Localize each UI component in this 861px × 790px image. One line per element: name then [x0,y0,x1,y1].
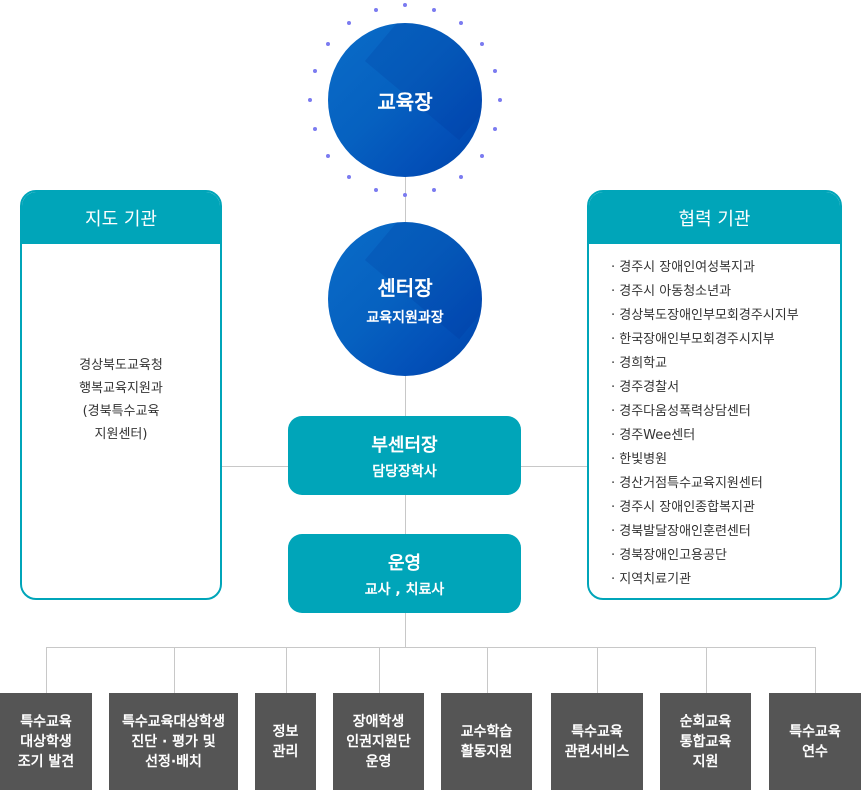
cooperation-item: · 지역치료기관 [611,572,692,587]
decorative-dot [432,188,437,193]
connector-drop [487,647,488,693]
decorative-dot [326,42,331,47]
cooperation-item: · 경북장애인고용공단 [611,548,727,563]
superintendent-title: 교육장 [377,89,433,114]
connector-drop [597,647,598,693]
guidance-title: 지도 기관 [22,192,220,244]
decorative-dot [312,68,317,73]
cooperation-item: · 경주시 장애인종합복지관 [611,500,755,515]
decorative-dot [308,98,312,102]
decorative-dot [373,7,378,12]
cooperation-item: · 경상북도장애인부모회경주시지부 [611,308,799,323]
function-box: 특수교육 관련서비스 [551,693,643,790]
cooperation-item: · 경주다움성폭력상담센터 [611,404,751,419]
cooperation-item: · 경희학교 [611,356,668,371]
cooperation-list: · 경주시 장애인여성복지과 · 경주시 아동청소년과 · 경상북도장애인부모회경주… [589,244,840,592]
function-box: 정보 관리 [255,693,316,790]
connector-vertical-main [405,170,406,648]
connector-horizontal-bottom [47,647,815,648]
function-box: 특수교육대상학생 진단 · 평가 및 선정·배치 [109,693,238,790]
cooperation-item: · 경주Wee센터 [611,428,696,443]
decorative-dot [403,3,407,7]
function-box: 교수학습 활동지원 [441,693,532,790]
decorative-dot [458,174,463,179]
connector-drop [46,647,47,693]
deputy-title: 부센터장 [371,434,438,456]
deputy-subtitle: 담당장학사 [372,463,437,480]
deputy-node: 부센터장 담당장학사 [288,416,521,495]
cooperation-item: · 경주시 장애인여성복지과 [611,260,755,275]
function-box: 특수교육 대상학생 조기 발견 [0,693,92,790]
cooperation-item: · 경주시 아동청소년과 [611,284,732,299]
director-subtitle: 교육지원과장 [366,309,444,326]
director-node: 센터장 교육지원과장 [328,222,482,376]
connector-drop [379,647,380,693]
cooperation-panel: 협력 기관 · 경주시 장애인여성복지과 · 경주시 아동청소년과 · 경상북도장애… [587,190,842,600]
decorative-dot [373,188,378,193]
decorative-dot [498,98,502,102]
operation-subtitle: 교사 , 치료사 [364,581,445,598]
cooperation-item: · 경북발달장애인훈련센터 [611,524,751,539]
director-title: 센터장 [377,275,433,300]
function-box: 장애학생 인권지원단 운영 [333,693,424,790]
decorative-dot [347,21,352,26]
cooperation-title: 협력 기관 [589,192,840,244]
connector-drop [815,647,816,693]
operation-title: 운영 [387,552,422,574]
guidance-panel: 지도 기관 경상북도교육청 행복교육지원과 (경북특수교육 지원센터) [20,190,222,600]
decorative-dot [432,7,437,12]
decorative-dot [312,127,317,132]
decorative-dot [326,153,331,158]
decorative-dot [479,153,484,158]
function-box: 순회교육 통합교육 지원 [660,693,751,790]
cooperation-item: · 경산거점특수교육지원센터 [611,476,763,491]
connector-drop [174,647,175,693]
function-box: 특수교육 연수 [769,693,861,790]
cooperation-item: · 경주경찰서 [611,380,680,395]
superintendent-node: 교육장 [328,23,482,177]
decorative-dot [493,127,498,132]
connector-drop [706,647,707,693]
cooperation-item: · 한빛병원 [611,452,668,467]
cooperation-item: · 한국장애인부모회경주시지부 [611,332,775,347]
guidance-body: 경상북도교육청 행복교육지원과 (경북특수교육 지원센터) [79,358,163,442]
decorative-dot [493,68,498,73]
decorative-dot [347,174,352,179]
decorative-dot [403,193,407,197]
connector-drop [286,647,287,693]
operation-node: 운영 교사 , 치료사 [288,534,521,613]
